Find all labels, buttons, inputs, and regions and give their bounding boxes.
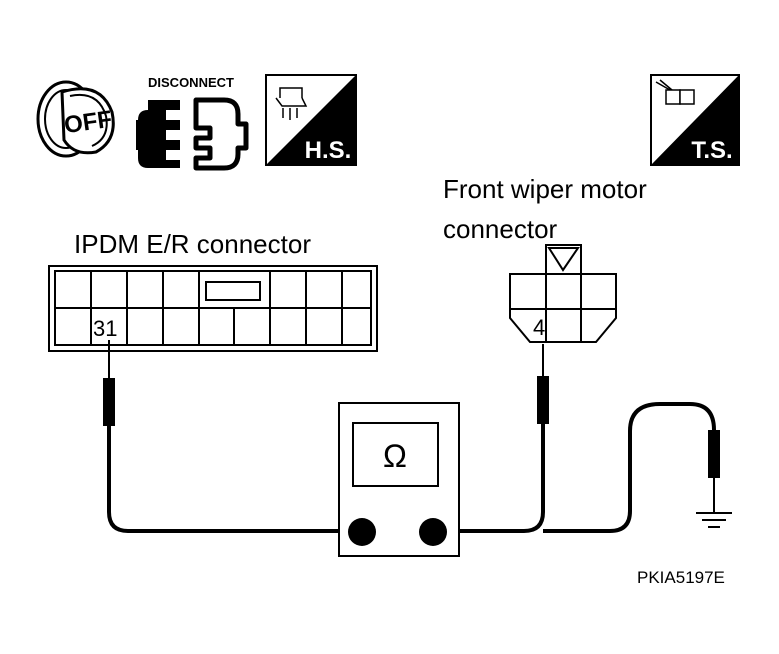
wiper-motor-connector: 4 [509, 244, 617, 343]
wiper-connector-label-line2: connector [443, 214, 558, 244]
ohm-symbol: Ω [383, 438, 407, 474]
terminal-side-icon: T.S. [650, 74, 740, 166]
probe-right [537, 344, 549, 424]
probe-left [103, 340, 115, 426]
ignition-off-icon: OFF [36, 80, 115, 158]
wiper-connector-label-line1: Front wiper motor [443, 174, 647, 204]
figure-code: PKIA5197E [637, 568, 725, 587]
disconnect-icon: DISCONNECT [136, 75, 249, 171]
svg-text:T.S.: T.S. [691, 137, 732, 164]
svg-text:OFF: OFF [62, 106, 113, 139]
ipdm-connector-label: IPDM E/R connector [74, 229, 311, 259]
test-leads [107, 402, 716, 533]
svg-text:H.S.: H.S. [305, 137, 352, 164]
ipdm-terminal-31: 31 [93, 316, 117, 341]
ipdm-connector: 31 [48, 265, 378, 352]
ohmmeter: Ω [338, 402, 460, 557]
wiper-terminal-4: 4 [533, 315, 545, 340]
svg-text:DISCONNECT: DISCONNECT [148, 75, 234, 90]
ground-symbol [696, 512, 732, 528]
ground-probe [708, 430, 720, 512]
harness-side-icon: H.S. [265, 74, 357, 166]
